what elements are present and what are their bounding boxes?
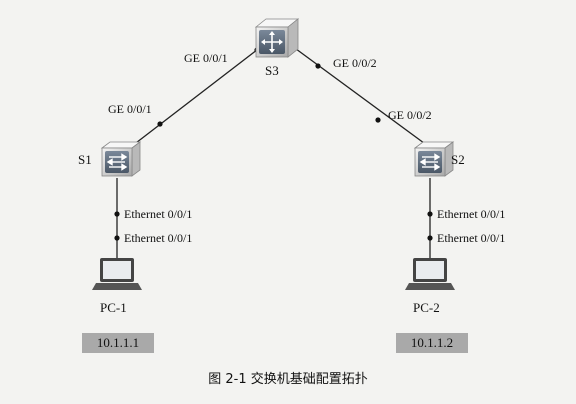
device-name-pc1: PC-1 [100, 300, 127, 315]
device-name-s3: S3 [265, 63, 279, 78]
port-label-pc2-eth: Ethernet 0/0/1 [437, 231, 506, 245]
figure-caption: 图 2-1 交换机基础配置拓扑 [208, 372, 368, 387]
port-dot-pc2-eth [427, 235, 433, 241]
port-dot-s1-eth [114, 211, 120, 217]
port-label-s2-ge002: GE 0/0/2 [388, 108, 432, 122]
switch-s2-icon [413, 141, 455, 177]
device-name-pc2: PC-2 [413, 300, 440, 315]
port-label-s1-ge001: GE 0/0/1 [108, 102, 152, 116]
ip-badge-pc2: 10.1.1.2 [396, 333, 468, 353]
port-label-s3-ge001: GE 0/0/1 [184, 51, 228, 65]
port-dot-s3-ge002 [315, 63, 321, 69]
device-name-s1: S1 [78, 152, 92, 167]
laptop-pc1-icon [92, 258, 142, 290]
port-dot-s2-ge002 [375, 117, 381, 123]
ip-badge-pc1: 10.1.1.1 [82, 333, 154, 353]
port-dot-s1-ge001 [157, 121, 163, 127]
port-label-s2-eth: Ethernet 0/0/1 [437, 207, 506, 221]
port-dot-s2-eth [427, 211, 433, 217]
core-switch-icon [254, 18, 300, 58]
port-dot-pc1-eth [114, 235, 120, 241]
device-name-s2: S2 [451, 152, 465, 167]
link-s3-s2 [291, 45, 429, 147]
switch-s1-icon [100, 141, 142, 177]
link-s3-s1 [131, 45, 263, 147]
port-label-pc1-eth: Ethernet 0/0/1 [124, 231, 193, 245]
port-label-s1-eth: Ethernet 0/0/1 [124, 207, 193, 221]
port-label-s3-ge002: GE 0/0/2 [333, 56, 377, 70]
laptop-pc2-icon [405, 258, 455, 290]
